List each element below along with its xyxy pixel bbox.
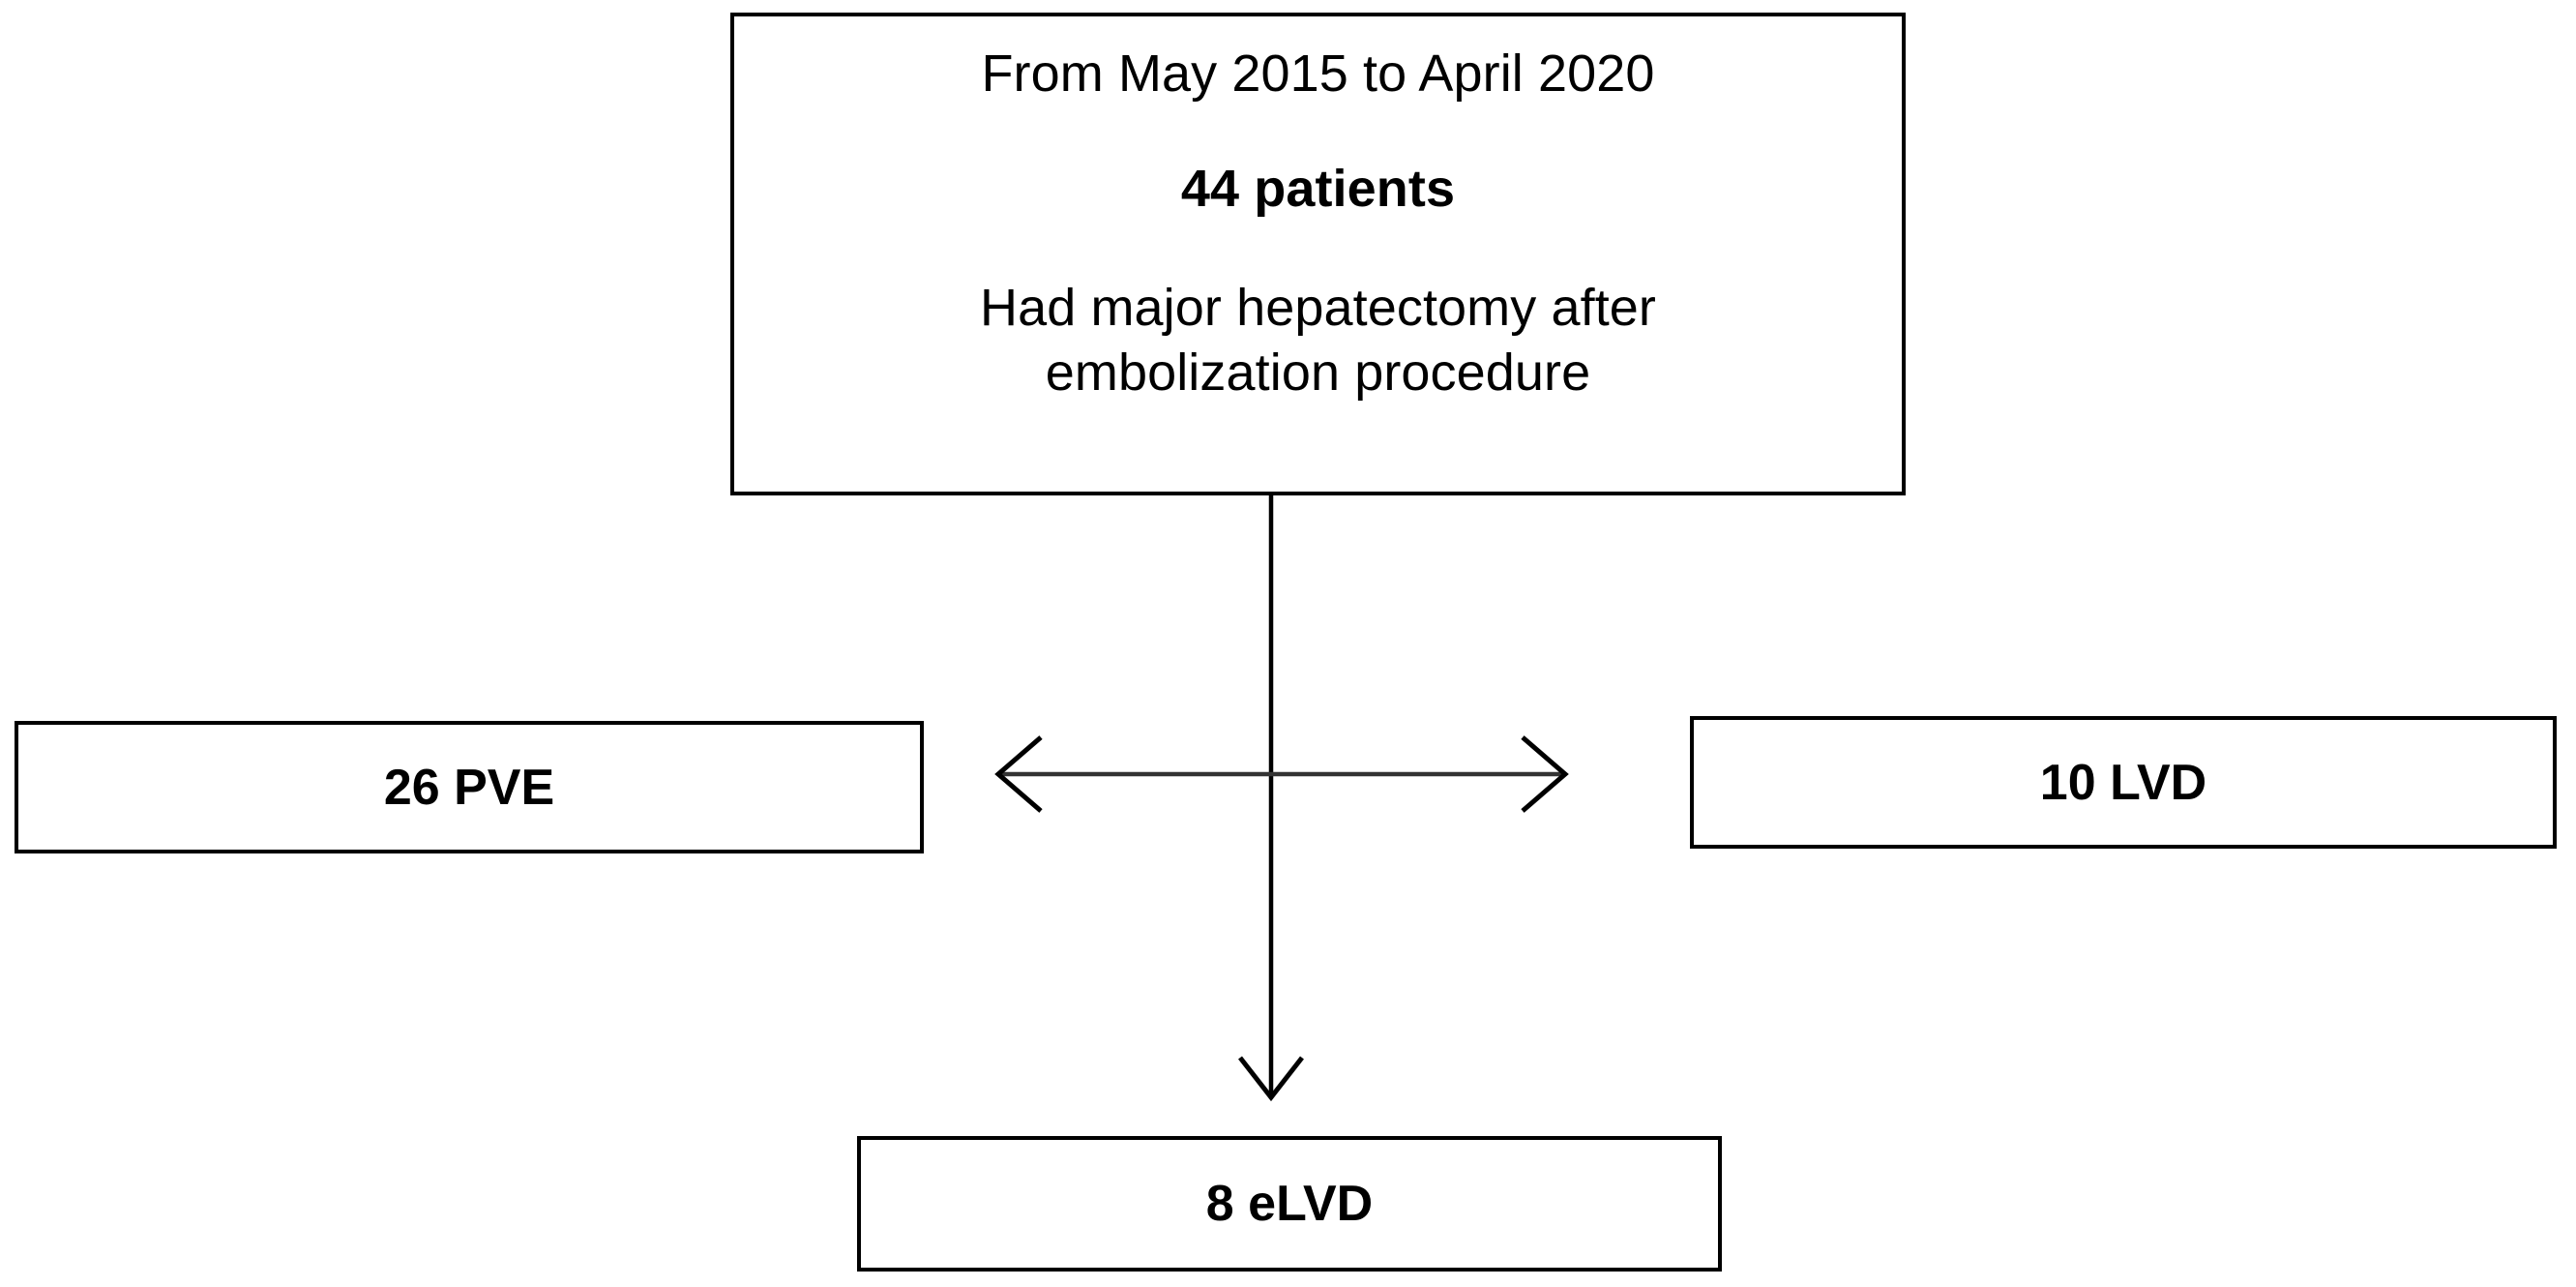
cohort-description-line-2: embolization procedure [1045,343,1591,402]
cohort-box: From May 2015 to April 2020 44 patients … [730,13,1906,495]
vertical-arrowhead-down-icon [1238,1056,1304,1102]
pve-label: 26 PVE [383,759,555,816]
lvd-box: 10 LVD [1690,716,2557,849]
cohort-patient-count-text: 44 patients [1180,159,1456,218]
pve-box: 26 PVE [15,721,924,853]
horizontal-arrowhead-left-icon [994,735,1043,813]
horizontal-arrowhead-right-icon [1521,735,1569,813]
elvd-box: 8 eLVD [857,1136,1722,1272]
cohort-description-line-1: Had major hepatectomy after [979,278,1657,337]
cohort-period-text: From May 2015 to April 2020 [981,45,1655,103]
lvd-label: 10 LVD [2039,754,2207,811]
elvd-label: 8 eLVD [1205,1176,1374,1232]
